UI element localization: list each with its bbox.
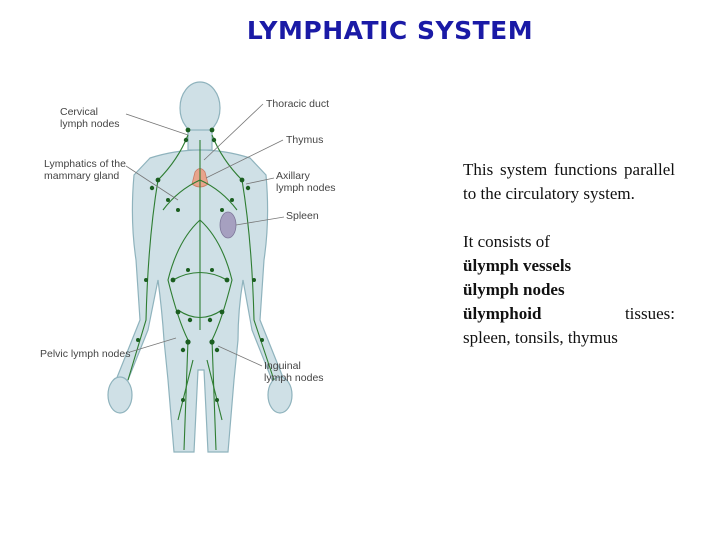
spleen-organ bbox=[219, 211, 237, 239]
bullet-lymph-nodes: ülymph nodes bbox=[463, 280, 565, 299]
label-leader-lines bbox=[125, 103, 285, 367]
check-icon: ü bbox=[463, 256, 473, 275]
check-icon: ü bbox=[463, 304, 473, 323]
description-paragraph: This system functions parallel to the ci… bbox=[463, 160, 675, 203]
bullet-lymph-vessels: ülymph vessels bbox=[463, 256, 572, 275]
body-illustration bbox=[107, 81, 293, 453]
label-spleen: Spleen bbox=[286, 210, 319, 222]
lymph-node-clusters bbox=[136, 127, 264, 402]
description-text: This system functions parallel to the ci… bbox=[463, 158, 675, 350]
label-thymus: Thymus bbox=[286, 134, 324, 146]
label-pelvic-lymph-nodes: Pelvic lymph nodes bbox=[40, 348, 131, 360]
check-icon: ü bbox=[463, 280, 473, 299]
label-thoracic-duct: Thoracic duct bbox=[266, 98, 330, 110]
slide-title: LYMPHATIC SYSTEM bbox=[246, 16, 534, 45]
lymph-vessels bbox=[127, 134, 275, 451]
consists-of-intro: It consists of bbox=[463, 232, 550, 251]
bullet-lymphoid-tissues: ülymphoid tissues: bbox=[463, 304, 675, 323]
lymphoid-tissues-list: spleen, tonsils, thymus bbox=[463, 328, 618, 347]
